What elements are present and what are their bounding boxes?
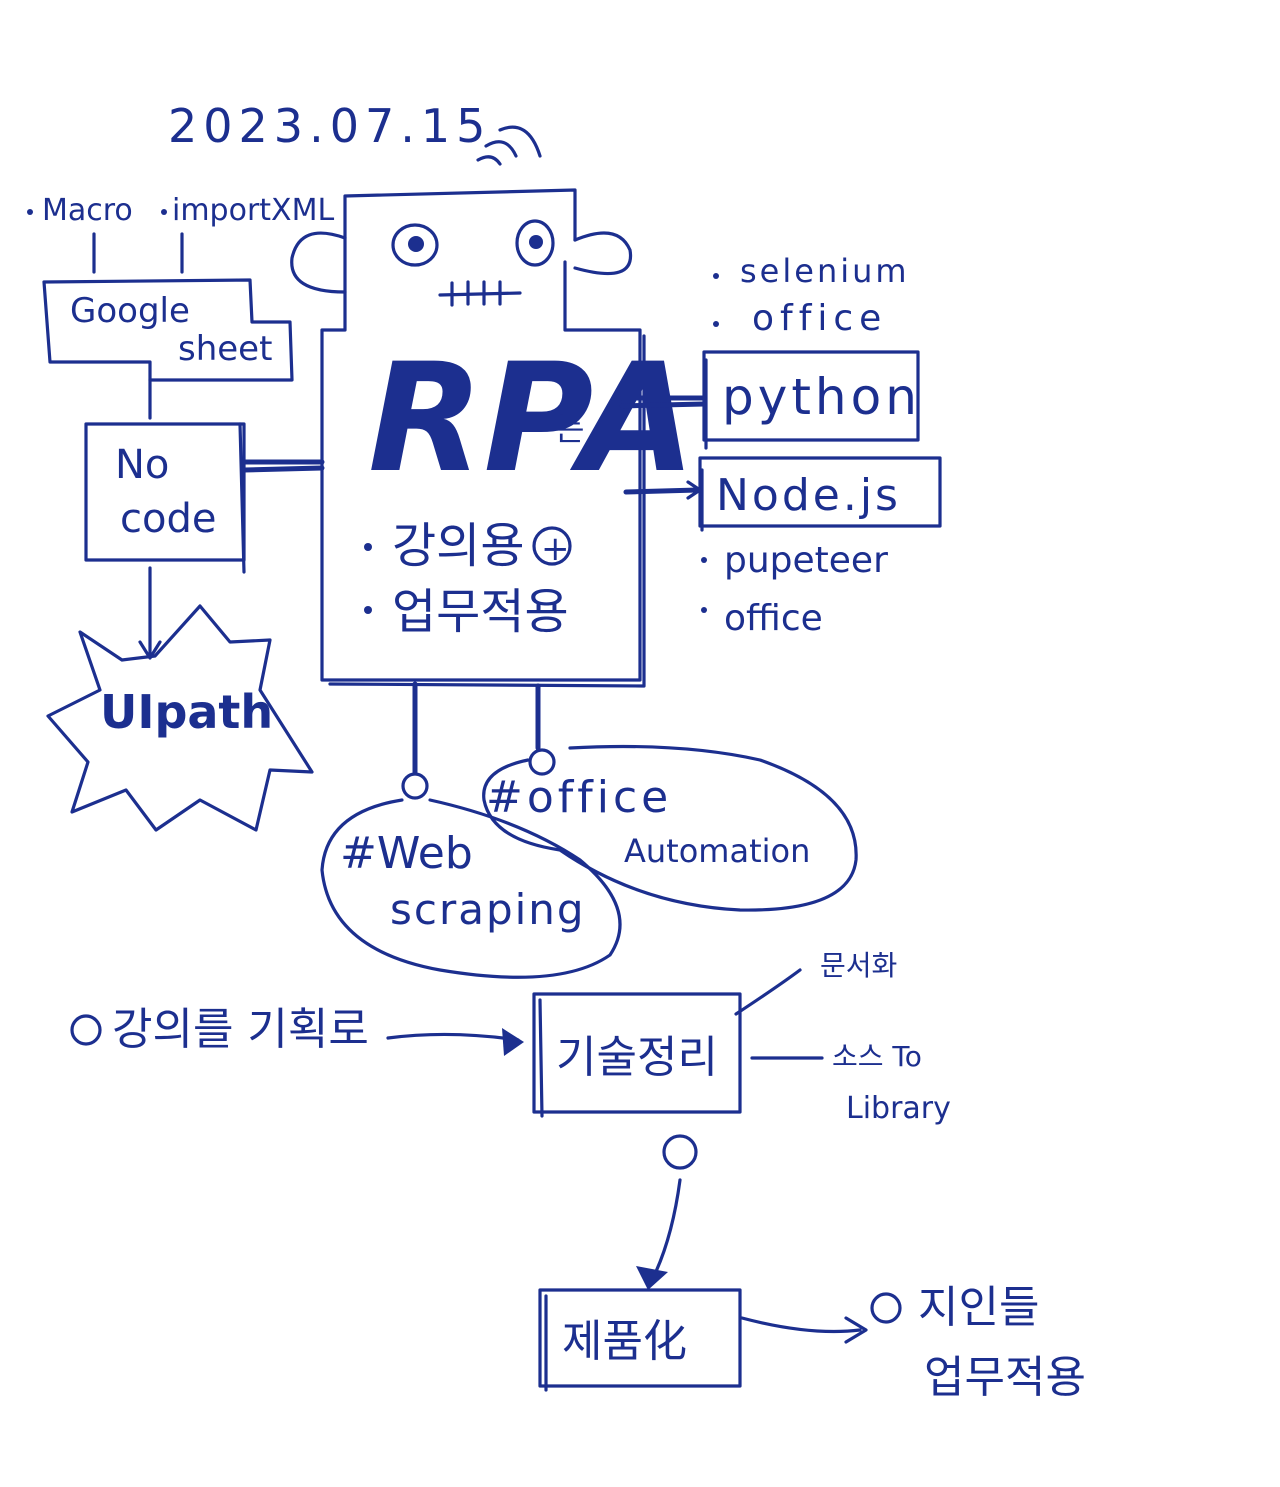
office-automation-line-1: #office <box>486 772 672 823</box>
web-scraping-line-1: #Web <box>340 828 473 879</box>
tag-macro: Macro <box>42 193 133 228</box>
google-sheet-box <box>42 278 294 382</box>
plus-mark: + <box>541 529 570 569</box>
tech-box-label: 기술정리 <box>556 1032 718 1083</box>
web-scraping-bubble <box>320 798 622 979</box>
no-code-line-2: code <box>120 496 216 542</box>
tech-note-2-line-2: Library <box>846 1091 951 1126</box>
python-item-office: office <box>752 298 887 339</box>
robot-mouth <box>438 280 522 307</box>
google-sheet-line-2: sheet <box>178 329 272 369</box>
robot-right-ear <box>573 231 633 276</box>
step-1-label: 강의를 기획로 <box>112 1004 369 1055</box>
nodejs-label: Node.js <box>716 470 901 521</box>
uipath-label: UIpath <box>100 685 273 739</box>
tech-note-1: 문서화 <box>820 949 897 982</box>
rpa-title-suffix: 는 <box>555 410 584 448</box>
date-label: 2023.07.15 <box>168 99 491 153</box>
step-3-marker <box>870 1292 902 1324</box>
google-sheet-line-1: Google <box>70 291 190 331</box>
tech-box <box>532 992 742 1114</box>
robot-legs <box>401 681 556 800</box>
no-code-box <box>84 422 246 562</box>
robot-eyes <box>391 219 555 267</box>
python-item-selenium: selenium <box>740 252 910 290</box>
product-box-label: 제품化 <box>562 1316 687 1367</box>
center-bullet-lecture: 강의용 <box>392 518 524 574</box>
center-bullet-work: 업무적용 <box>392 584 569 640</box>
no-code-line-1: No <box>115 442 169 488</box>
nodejs-box <box>698 456 942 528</box>
robot-body-shadow <box>328 334 646 688</box>
tech-note-2-line-1: 소스 To <box>832 1040 922 1073</box>
office-automation-line-2: Automation <box>624 832 810 870</box>
plus-circle-icon <box>532 526 572 566</box>
uipath-starburst <box>46 604 314 832</box>
rpa-title: RPA <box>368 332 696 506</box>
nodejs-item-office: office <box>724 598 823 639</box>
robot-left-ear <box>290 231 347 294</box>
web-scraping-line-2: scraping <box>390 885 586 934</box>
nodejs-item-pupeteer: pupeteer <box>724 540 888 581</box>
step-2-marker <box>662 1134 698 1170</box>
step-3-line-1: 지인들 <box>918 1282 1039 1333</box>
python-label: python <box>722 368 921 426</box>
product-box <box>538 1288 742 1388</box>
step-1-marker <box>70 1014 102 1046</box>
tag-importxml: importXML <box>172 193 334 228</box>
robot-body-outline <box>320 188 642 682</box>
antenna-signal-icon <box>476 125 542 166</box>
step-3-line-2: 업무적용 <box>924 1352 1086 1403</box>
